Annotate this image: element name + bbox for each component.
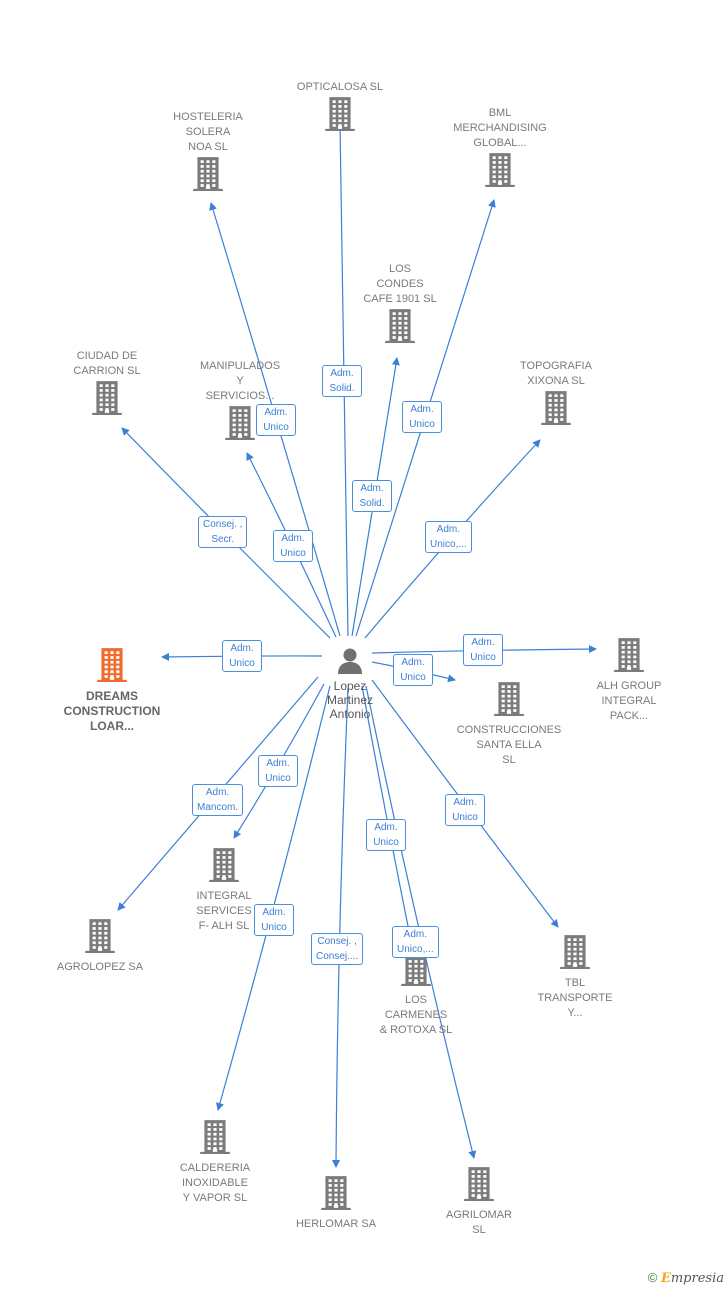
edge-loscarmenes [361, 685, 415, 947]
relation-label-bml[interactable]: Adm. Unico [402, 401, 442, 433]
building-icon [266, 1174, 406, 1215]
edge-herlomar [332, 687, 349, 1168]
company-node-agrilomar[interactable]: AGRILOMAR SL [409, 1165, 549, 1238]
relation-label-hosteleria[interactable]: Adm. Unico [256, 404, 296, 436]
company-node-loscarmenes[interactable]: LOS CARMENES & ROTOXA SL [346, 950, 486, 1038]
building-icon [505, 933, 645, 974]
company-name: ALH GROUP INTEGRAL PACK... [596, 680, 662, 722]
company-node-caldereria[interactable]: CALDERERIA INOXIDABLE Y VAPOR SL [145, 1118, 285, 1206]
building-icon [430, 151, 570, 192]
building-icon [138, 155, 278, 196]
company-node-opticalosa[interactable]: OPTICALOSA SL [270, 78, 410, 136]
relation-label-dreams[interactable]: Adm. Unico [222, 640, 262, 672]
company-node-topografia[interactable]: TOPOGRAFIA XIXONA SL [486, 357, 626, 430]
person-name: Lopez Martinez Antonio [326, 679, 373, 721]
building-icon [154, 846, 294, 887]
empresia-logo[interactable]: Empresia [660, 1271, 724, 1286]
company-name: CIUDAD DE CARRION SL [73, 350, 141, 377]
building-icon [145, 1118, 285, 1159]
relation-label-agrilomar[interactable]: Adm. Unico,... [392, 926, 439, 958]
relation-label-caldereria[interactable]: Adm. Unico [254, 904, 294, 936]
company-node-hosteleria[interactable]: HOSTELERIA SOLERA NOA SL [138, 108, 278, 196]
empresia-footer: © Empresia [648, 1270, 724, 1286]
company-name: TBL TRANSPORTE Y... [537, 977, 613, 1019]
company-name: BML MERCHANDISING GLOBAL... [453, 107, 547, 149]
relation-label-topografia[interactable]: Adm. Unico,... [425, 521, 472, 553]
relation-label-loscarmenes[interactable]: Adm. Unico [366, 819, 406, 851]
edge-caldereria [216, 685, 331, 1111]
building-icon [486, 389, 626, 430]
company-name: LOS CARMENES & ROTOXA SL [379, 994, 453, 1036]
company-name: HOSTELERIA SOLERA NOA SL [173, 111, 243, 153]
company-node-ciudad[interactable]: CIUDAD DE CARRION SL [37, 347, 177, 420]
company-node-manipulados[interactable]: MANIPULADOS Y SERVICIOS... [170, 357, 310, 445]
relation-label-alh[interactable]: Adm. Unico [463, 634, 503, 666]
building-icon [170, 404, 310, 445]
building-icon [37, 379, 177, 420]
company-name: MANIPULADOS Y SERVICIOS... [199, 360, 281, 402]
company-node-herlomar[interactable]: HERLOMAR SA [266, 1174, 406, 1232]
building-icon [439, 680, 579, 721]
building-icon [30, 917, 170, 958]
company-node-dreams[interactable]: DREAMS CONSTRUCTION LOAR... [42, 646, 182, 734]
company-name: CONSTRUCCIONES SANTA ELLA SL [456, 724, 562, 766]
company-name: HERLOMAR SA [295, 1218, 377, 1230]
company-name: LOS CONDES CAFE 1901 SL [363, 263, 437, 305]
relation-label-ciudad[interactable]: Consej. , Secr. [198, 516, 248, 548]
relation-label-tbl[interactable]: Adm. Unico [445, 794, 485, 826]
company-node-construcciones[interactable]: CONSTRUCCIONES SANTA ELLA SL [439, 680, 579, 768]
building-icon [559, 636, 699, 677]
building-icon [409, 1165, 549, 1206]
relation-label-herlomar[interactable]: Consej. , Consej.... [311, 933, 364, 965]
relation-label-construcciones[interactable]: Adm. Unico [393, 654, 433, 686]
person-icon [336, 648, 364, 678]
relation-label-integral[interactable]: Adm. Unico [258, 755, 298, 787]
company-node-tbl[interactable]: TBL TRANSPORTE Y... [505, 933, 645, 1021]
company-node-integral[interactable]: INTEGRAL SERVICES F- ALH SL [154, 846, 294, 934]
company-node-loscondes[interactable]: LOS CONDES CAFE 1901 SL [330, 260, 470, 348]
company-node-alh[interactable]: ALH GROUP INTEGRAL PACK... [559, 636, 699, 724]
company-name: OPTICALOSA SL [296, 81, 384, 93]
company-name: AGROLOPEZ SA [56, 961, 144, 973]
relation-label-opticalosa[interactable]: Adm. Solid. [322, 365, 362, 397]
company-name: DREAMS CONSTRUCTION LOAR... [63, 689, 161, 733]
company-name: TOPOGRAFIA XIXONA SL [520, 360, 592, 387]
company-name: AGRILOMAR SL [445, 1209, 512, 1236]
company-name: CALDERERIA INOXIDABLE Y VAPOR SL [179, 1162, 251, 1204]
building-icon [270, 95, 410, 136]
building-icon [42, 646, 182, 687]
company-node-agrolopez[interactable]: AGROLOPEZ SA [30, 917, 170, 975]
copyright-symbol: © [647, 1270, 658, 1285]
building-icon [330, 307, 470, 348]
relation-label-agrolopez[interactable]: Adm. Mancom. [192, 784, 244, 816]
company-name: INTEGRAL SERVICES F- ALH SL [196, 890, 252, 932]
company-node-bml[interactable]: BML MERCHANDISING GLOBAL... [430, 104, 570, 192]
relation-label-manipulados[interactable]: Adm. Unico [273, 530, 313, 562]
relation-label-loscondes[interactable]: Adm. Solid. [352, 480, 392, 512]
person-node-center[interactable]: Lopez Martinez Antonio [300, 646, 400, 721]
